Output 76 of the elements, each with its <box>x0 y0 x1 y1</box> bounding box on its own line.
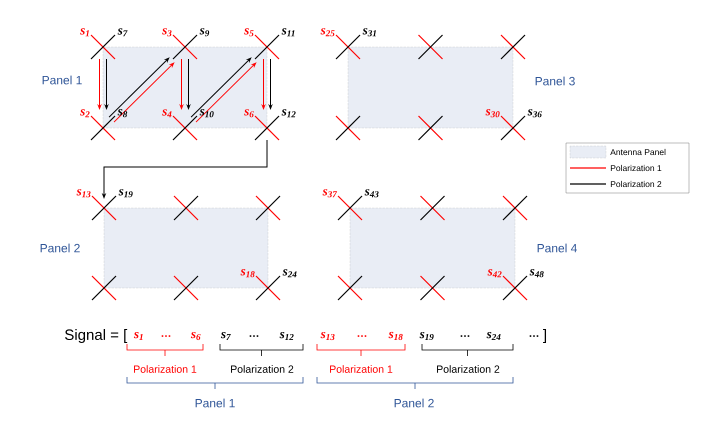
signal-label: s$_{25}$ <box>320 28 335 36</box>
antenna-element <box>172 34 198 60</box>
ellipsis: … <box>358 335 366 337</box>
panel-label: Panel 3 <box>536 76 575 86</box>
antenna-element <box>90 34 116 60</box>
ellipsis: … <box>162 335 170 337</box>
bracket-label: Panel 2 <box>394 398 434 408</box>
signal-label: s$_{19}$ <box>420 332 434 340</box>
signal-label: s$_{18}$ <box>388 332 403 340</box>
antenna-element <box>174 276 198 300</box>
signal-label: s$_{11}$ <box>282 28 294 36</box>
signal-label: s$_{12}$ <box>280 332 294 340</box>
antenna-element <box>420 276 445 300</box>
antenna-element <box>254 116 280 140</box>
panel-label: Panel 2 <box>40 244 80 252</box>
antenna-element <box>256 276 280 300</box>
ellipsis: … <box>460 335 470 337</box>
signal-label: s$_{1}$ <box>80 28 89 36</box>
legend-text: Polarization 1 <box>610 164 662 172</box>
antenna-element <box>336 116 360 140</box>
antenna-element <box>254 34 280 60</box>
antenna-element <box>500 34 526 60</box>
antenna-element <box>90 116 116 140</box>
signal-label: s$_{2}$ <box>80 109 90 118</box>
signal-label: s$_{36}$ <box>528 109 542 118</box>
antenna-element <box>92 276 116 300</box>
panel-label: Panel 1 <box>42 76 82 84</box>
signal-label: s$_{24}$ <box>486 332 501 340</box>
signal-label: s$_{1}$ <box>134 332 143 340</box>
signal-label: s$_{8}$ <box>118 109 128 118</box>
signal-label: s$_{13}$ <box>320 332 335 340</box>
signal-label: s$_{37}$ <box>322 189 338 198</box>
ellipsis: … <box>530 335 538 337</box>
signal-label: s$_{3}$ <box>162 28 172 36</box>
antenna-element <box>502 196 528 220</box>
signal-label: s$_{12}$ <box>282 109 296 118</box>
signal-label: s$_{7}$ <box>118 28 128 36</box>
bracket-label: Polarization 1 <box>134 365 196 373</box>
panel-label: Panel 4 <box>538 244 577 252</box>
signal-label: s$_{24}$ <box>282 269 297 278</box>
equation-text: Signal = [ <box>65 329 128 343</box>
signal-label: s$_{10}$ <box>200 109 214 118</box>
antenna-element <box>418 116 443 140</box>
antenna-element <box>420 196 445 220</box>
signal-label: s$_{13}$ <box>76 189 91 198</box>
legend-text: Polarization 2 <box>610 180 662 188</box>
equation-text: ] <box>543 329 546 343</box>
ellipsis: … <box>250 335 258 337</box>
antenna-element <box>92 196 116 220</box>
antenna-element <box>338 196 362 220</box>
bracket-label: Polarization 2 <box>231 365 294 373</box>
antenna-element <box>502 276 528 300</box>
antenna-element <box>500 116 526 140</box>
signal-label: s$_{31}$ <box>362 28 376 36</box>
antenna-element <box>338 276 362 300</box>
legend-text: Antenna Panel <box>610 148 666 156</box>
signal-label: s$_{6}$ <box>244 109 254 118</box>
bracket-label: Polarization 1 <box>330 365 392 373</box>
signal-label: s$_{43}$ <box>364 189 379 198</box>
signal-label: s$_{7}$ <box>220 332 231 340</box>
antenna-element <box>256 196 280 220</box>
signal-label: s$_{30}$ <box>486 109 500 118</box>
signal-label: s$_{18}$ <box>240 269 255 278</box>
signal-label: s$_{5}$ <box>244 28 254 36</box>
signal-label: s$_{42}$ <box>488 269 502 278</box>
antenna-element <box>418 34 443 60</box>
signal-label: s$_{9}$ <box>200 28 210 36</box>
signal-label: s$_{6}$ <box>190 332 201 340</box>
signal-label: s$_{19}$ <box>118 189 133 198</box>
bracket-label: Panel 1 <box>196 398 235 408</box>
signal-label: s$_{48}$ <box>530 269 544 278</box>
antenna-element <box>172 116 198 140</box>
bracket-label: Polarization 2 <box>437 365 500 373</box>
antenna-element <box>336 34 360 60</box>
signal-label: s$_{4}$ <box>162 109 172 118</box>
antenna-element <box>174 196 198 220</box>
